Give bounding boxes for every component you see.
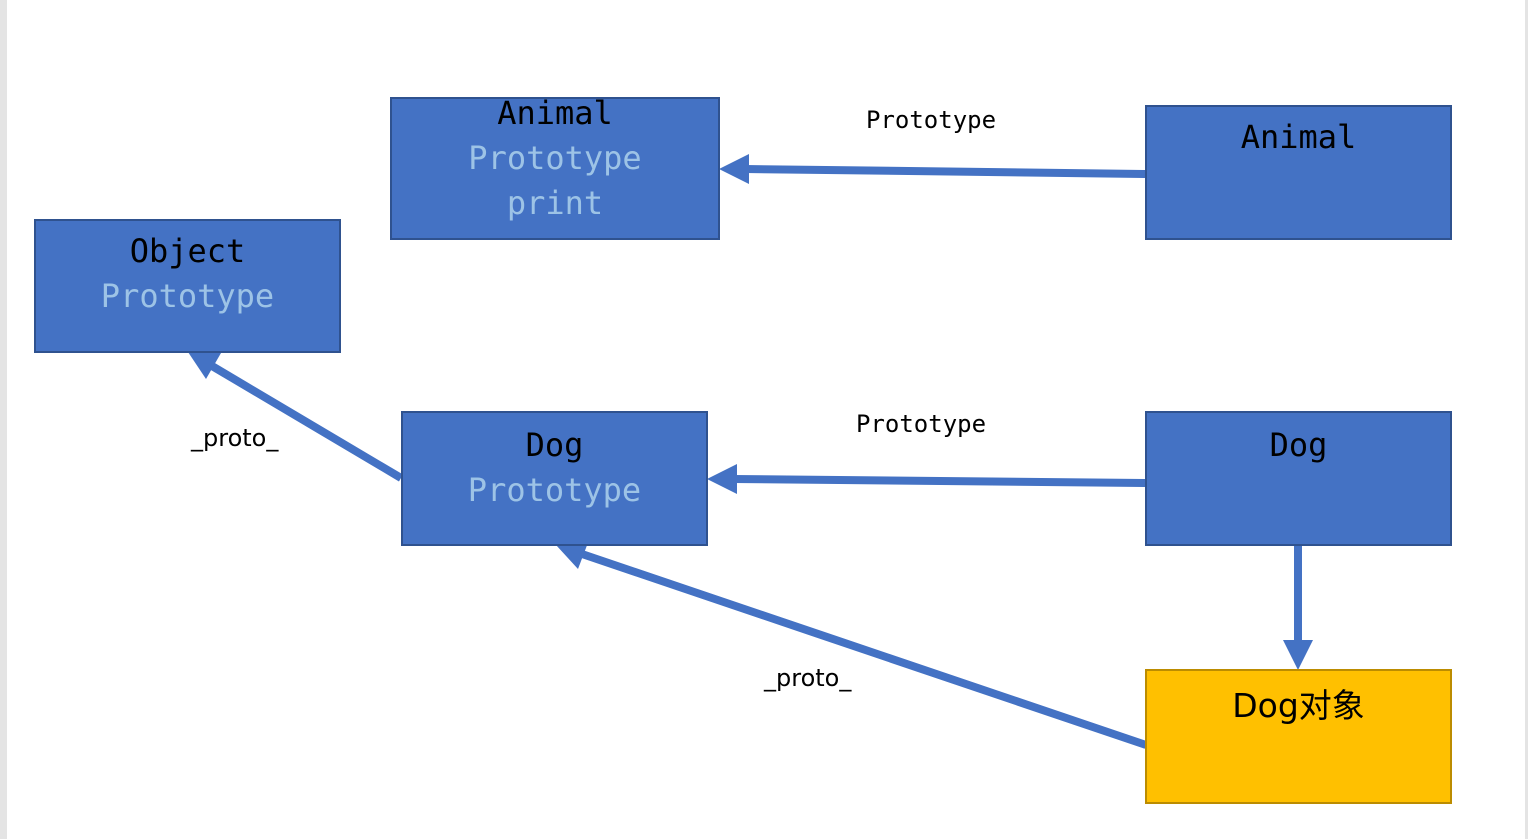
arrow-dog-to-dog-prototype xyxy=(707,464,1147,494)
object-prototype-node: Object Prototype xyxy=(34,219,341,353)
arrow-dog-to-dog-object xyxy=(1283,545,1313,670)
animal-prototype-node: Animal Prototype print xyxy=(390,94,720,240)
animal-prototype-method: print xyxy=(506,184,604,222)
edge-label-dog-proto: _proto_ xyxy=(191,424,279,452)
dog-prototype-node: Dog Prototype xyxy=(401,411,708,546)
dog-node: Dog xyxy=(1145,411,1452,546)
animal-title: Animal xyxy=(1240,118,1357,156)
edge-label-dog-object-proto: _proto_ xyxy=(764,664,852,692)
dog-prototype-sub: Prototype xyxy=(467,471,642,509)
animal-prototype-title: Animal xyxy=(497,94,613,132)
object-prototype-sub: Prototype xyxy=(100,277,275,315)
dog-title: Dog xyxy=(1269,426,1328,464)
arrow-animal-to-animal-prototype xyxy=(719,154,1147,184)
animal-prototype-sub: Prototype xyxy=(468,139,642,177)
arrow-dog-object-to-dog-prototype xyxy=(556,540,1148,749)
edge-label-dog-prototype: Prototype xyxy=(856,410,987,438)
page-edge-left xyxy=(0,0,7,839)
dog-prototype-title: Dog xyxy=(525,426,584,464)
page-edge-right xyxy=(1525,0,1528,839)
dog-object-title: Dog对象 xyxy=(1232,686,1365,725)
edge-label-animal-prototype: Prototype xyxy=(866,106,997,134)
object-prototype-title: Object xyxy=(129,232,246,270)
animal-node: Animal xyxy=(1145,105,1452,240)
arrow-dog-prototype-to-object-prototype xyxy=(188,352,404,482)
dog-object-node: Dog对象 xyxy=(1145,669,1452,804)
